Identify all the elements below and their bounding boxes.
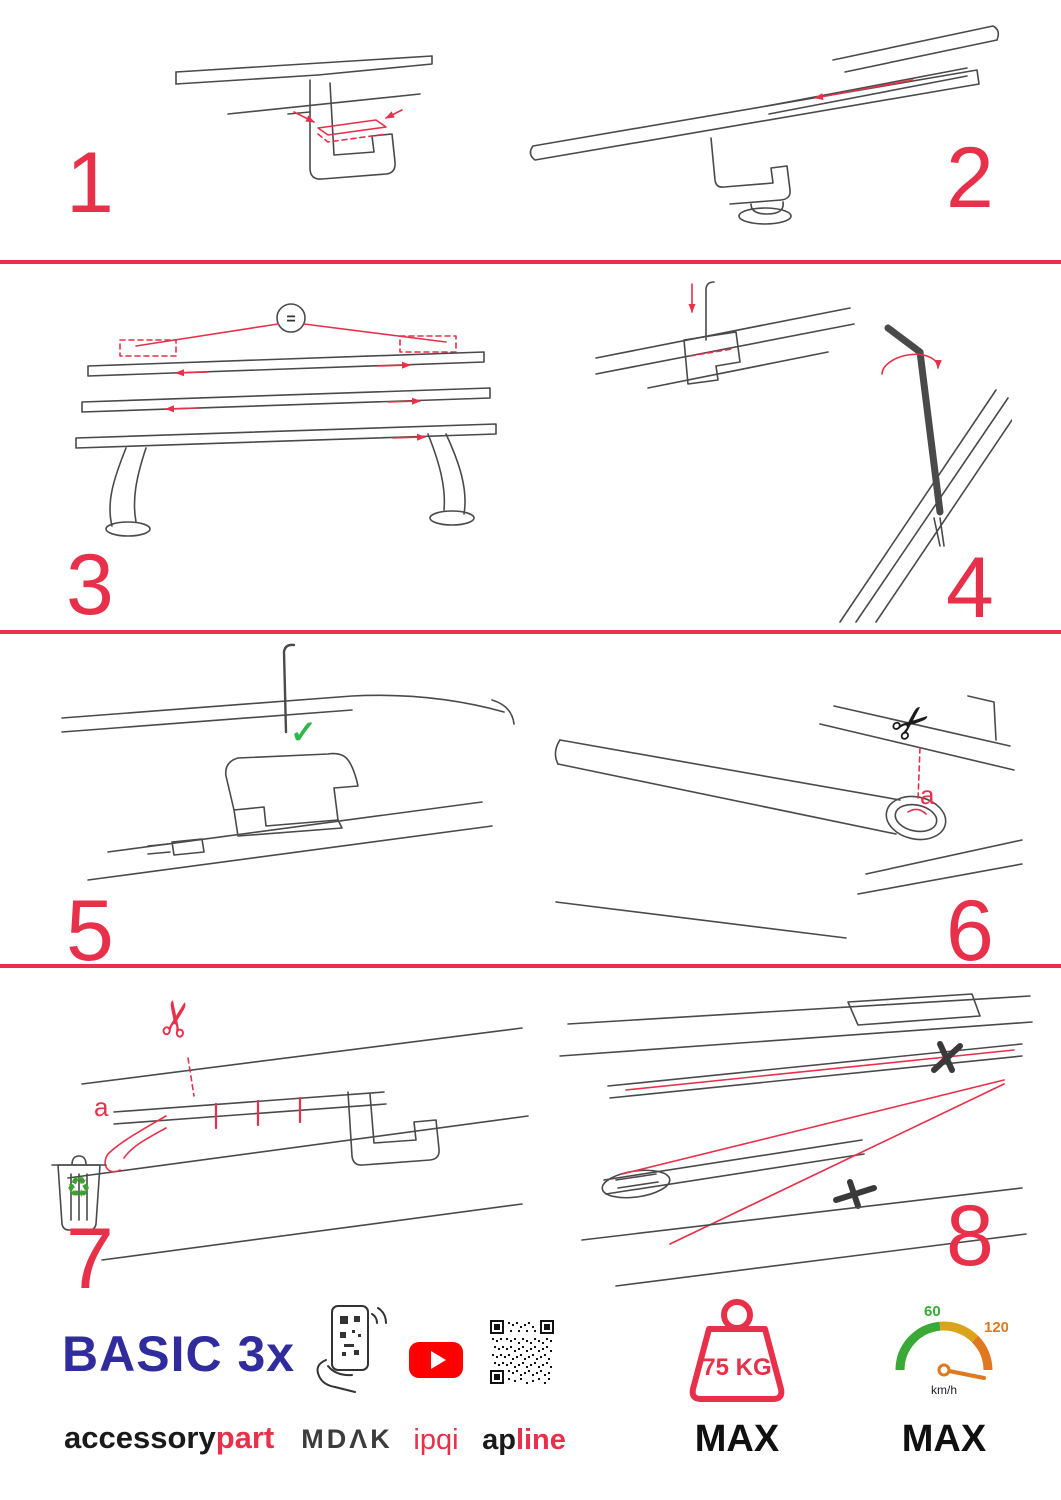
step-6-number: 6 (946, 883, 994, 979)
qr-code (490, 1320, 554, 1384)
brand-part-black: accessory (64, 1420, 216, 1455)
product-name: BASIC 3x (62, 1326, 296, 1382)
brand-part-red: part (215, 1420, 275, 1455)
step-8-drawing (559, 993, 1033, 1287)
ipqi-logo: ipqi (413, 1424, 459, 1456)
apline-logo: apline (482, 1424, 566, 1457)
divider-2 (0, 630, 1061, 634)
divider-1 (0, 260, 1061, 264)
weight-max-label: MAX (694, 1418, 780, 1460)
knob-tool (833, 1179, 877, 1209)
step-1-drawing (175, 55, 433, 180)
step-3-drawing: = (75, 303, 497, 537)
step-6-cut-label: a (920, 780, 935, 810)
phone-qr-icon (316, 1305, 387, 1393)
step-2-number: 2 (946, 130, 994, 226)
youtube-icon (409, 1342, 463, 1378)
speedometer-icon: 60 120 km/h (895, 1303, 1008, 1397)
max-weight-icon: 75 KG (689, 1299, 785, 1402)
gauge-unit-label: km/h (931, 1383, 957, 1397)
mdak-logo: MDΛK (301, 1424, 393, 1454)
trash-icon (51, 1155, 107, 1231)
step-4-drawing (595, 281, 1012, 623)
checkmark-icon: ✓ (290, 714, 317, 750)
step-2-drawing (529, 25, 1000, 225)
scissors-icon: ✂ (148, 994, 208, 1044)
tightening-tool (931, 1041, 963, 1073)
step-5-number: 5 (66, 883, 114, 979)
gauge-low-label: 60 (924, 1303, 941, 1320)
step-1-number: 1 (66, 135, 114, 231)
apline-part-black: ap (482, 1424, 516, 1456)
recycle-icon: ♻ (66, 1172, 92, 1203)
gauge-max-label: MAX (901, 1418, 987, 1460)
brand-logo: accessorypart (64, 1420, 274, 1456)
equal-annotation: = (286, 311, 295, 328)
step-4-number: 4 (946, 540, 994, 636)
step-6-drawing (554, 695, 1023, 939)
step-8-number: 8 (946, 1188, 994, 1284)
step-5-drawing (61, 643, 515, 881)
step-7-number: 7 (66, 1211, 114, 1307)
gauge-high-label: 120 (984, 1319, 1008, 1336)
step-3-number: 3 (66, 537, 114, 633)
step-7-cut-label: a (94, 1092, 109, 1122)
step-7-drawing (51, 1027, 529, 1261)
apline-part-red: line (515, 1424, 566, 1456)
weight-value: 75 KG (702, 1354, 771, 1381)
divider-3 (0, 964, 1061, 968)
